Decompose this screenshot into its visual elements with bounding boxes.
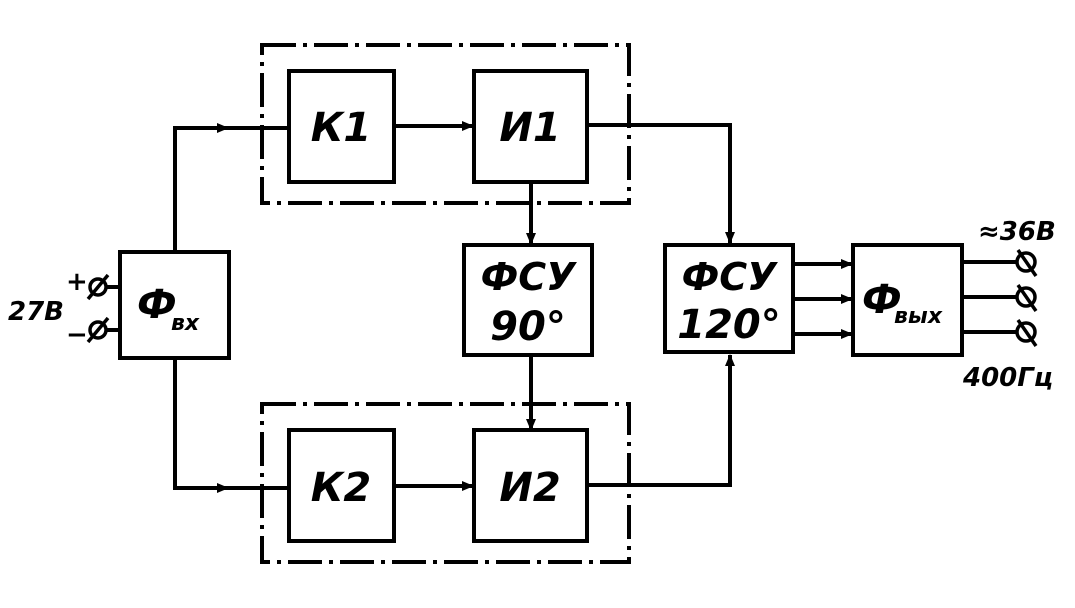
connections xyxy=(90,121,1022,493)
phase-shifter-90-block xyxy=(462,243,594,357)
output-frequency-label: 400Гц xyxy=(962,363,1053,393)
input-plus-sign: + xyxy=(66,267,88,297)
input-filter-block xyxy=(118,250,231,360)
converter-k1-label: К1 xyxy=(311,105,372,151)
inverter-i2-block xyxy=(472,428,589,543)
converter-k1-block xyxy=(287,69,396,184)
inverter-i1-block xyxy=(472,69,589,184)
phase-shifter-90-value: 90° xyxy=(490,304,566,350)
phase-shifter-120-value: 120° xyxy=(677,302,781,348)
phase-shifter-120-block xyxy=(663,243,795,354)
output-terminal-2 xyxy=(1015,284,1038,312)
input-terminal-minus xyxy=(86,316,110,344)
converter-k2-label: К2 xyxy=(311,465,372,511)
phase-shifter-120-label: ФСУ xyxy=(682,255,779,299)
input-filter-subscript: вх xyxy=(171,311,200,336)
input-terminal-plus xyxy=(86,273,110,301)
converter-k2-block xyxy=(287,428,396,543)
phase-shifter-90-label: ФСУ xyxy=(481,255,578,299)
output-filter-subscript: вых xyxy=(894,304,943,329)
output-voltage-label: ≈36В xyxy=(978,217,1056,247)
inverter-i2-label: И2 xyxy=(499,465,560,511)
inverter-i1-label: И1 xyxy=(499,105,560,151)
output-filter-label: Ф xyxy=(862,277,902,323)
output-filter-block xyxy=(851,243,964,357)
output-terminal-3 xyxy=(1015,319,1038,347)
input-filter-label: Ф xyxy=(137,282,177,328)
input-minus-sign: − xyxy=(66,320,88,350)
input-voltage-label: 27В xyxy=(8,297,64,327)
output-terminal-1 xyxy=(1015,249,1038,277)
